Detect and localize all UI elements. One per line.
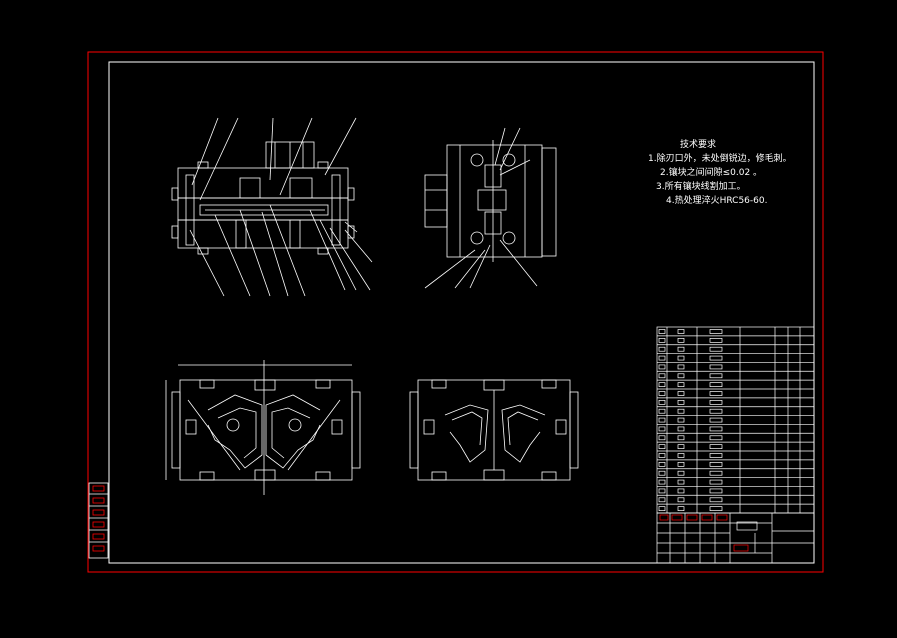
table-cell-mark (658, 400, 666, 405)
side-view (424, 127, 557, 289)
requirement-2: 2.镶块之间间隙≤0.02 。 (660, 168, 763, 178)
table-cell-mark (658, 382, 666, 387)
table-cell-mark (677, 338, 685, 343)
table-cell-mark (677, 426, 685, 432)
table-cell-mark (709, 408, 723, 414)
table-cell-mark (658, 329, 666, 334)
table-cell-mark (677, 382, 685, 387)
table-cell-mark (709, 346, 723, 352)
table-cell-mark (709, 462, 723, 467)
table-cell-mark (709, 364, 723, 370)
table-cell-mark (677, 506, 685, 511)
upper-die-plan-view (409, 379, 579, 481)
requirement-4: 4.热处理淬火HRC56-60. (666, 196, 768, 206)
requirement-3: 3.所有镶块线割加工。 (656, 182, 746, 192)
table-cell-mark (658, 346, 666, 352)
table-cell-mark (709, 488, 723, 494)
table-cell-mark (709, 479, 723, 485)
table-cell-mark (677, 346, 685, 352)
table-cell-mark (658, 417, 666, 423)
table-cell-mark (709, 426, 723, 432)
table-cell-mark (658, 338, 666, 343)
table-cell-mark (709, 506, 723, 511)
requirement-1: 1.除刃口外，未处倒锐边，修毛刺。 (648, 154, 792, 164)
table-cell-mark (677, 417, 685, 423)
table-cell-mark (677, 497, 685, 503)
table-cell-mark (677, 329, 685, 334)
inner-frame (108, 61, 815, 564)
table-cell-mark (709, 453, 723, 458)
table-cell-mark (709, 382, 723, 387)
binding-strip (88, 482, 109, 559)
technical-requirements: 技术要求 1.除刃口外，未处倒锐边，修毛刺。 2.镶块之间间隙≤0.02 。 3… (640, 138, 792, 208)
table-cell-mark (658, 488, 666, 494)
front-section-view (171, 117, 373, 297)
lower-die-plan-view (165, 360, 361, 495)
table-cell-mark (677, 444, 685, 449)
table-cell-mark (677, 355, 685, 361)
table-cell-mark (709, 497, 723, 503)
table-cell-mark (677, 400, 685, 405)
table-cell-mark (658, 391, 666, 396)
table-cell-mark (677, 462, 685, 467)
table-cell-mark (709, 470, 723, 476)
table-cell-mark (658, 408, 666, 414)
table-cell-mark (709, 329, 723, 334)
table-cell-mark (709, 355, 723, 361)
table-cell-mark (709, 391, 723, 396)
table-cell-mark (677, 391, 685, 396)
table-cell-mark (658, 444, 666, 449)
title-block (656, 512, 815, 564)
table-cell-mark (709, 417, 723, 423)
table-cell-mark (709, 373, 723, 379)
table-cell-mark (658, 453, 666, 458)
table-cell-mark (709, 444, 723, 449)
parts-list-table (656, 326, 815, 514)
table-cell-mark (658, 364, 666, 370)
table-cell-mark (658, 373, 666, 379)
table-cell-mark (709, 435, 723, 441)
table-cell-mark (658, 462, 666, 467)
table-cell-mark (677, 435, 685, 441)
table-cell-mark (658, 355, 666, 361)
table-cell-mark (658, 506, 666, 511)
table-cell-mark (677, 373, 685, 379)
table-cell-mark (709, 400, 723, 405)
table-cell-mark (658, 470, 666, 476)
outer-frame (87, 51, 824, 573)
table-cell-mark (677, 488, 685, 494)
table-cell-mark (677, 364, 685, 370)
table-cell-mark (677, 408, 685, 414)
table-cell-mark (658, 497, 666, 503)
table-cell-mark (677, 479, 685, 485)
table-cell-mark (677, 470, 685, 476)
table-cell-mark (658, 426, 666, 432)
table-cell-mark (709, 338, 723, 343)
table-cell-mark (658, 435, 666, 441)
technical-requirements-title: 技术要求 (679, 140, 716, 150)
table-cell-mark (677, 453, 685, 458)
table-cell-mark (658, 479, 666, 485)
